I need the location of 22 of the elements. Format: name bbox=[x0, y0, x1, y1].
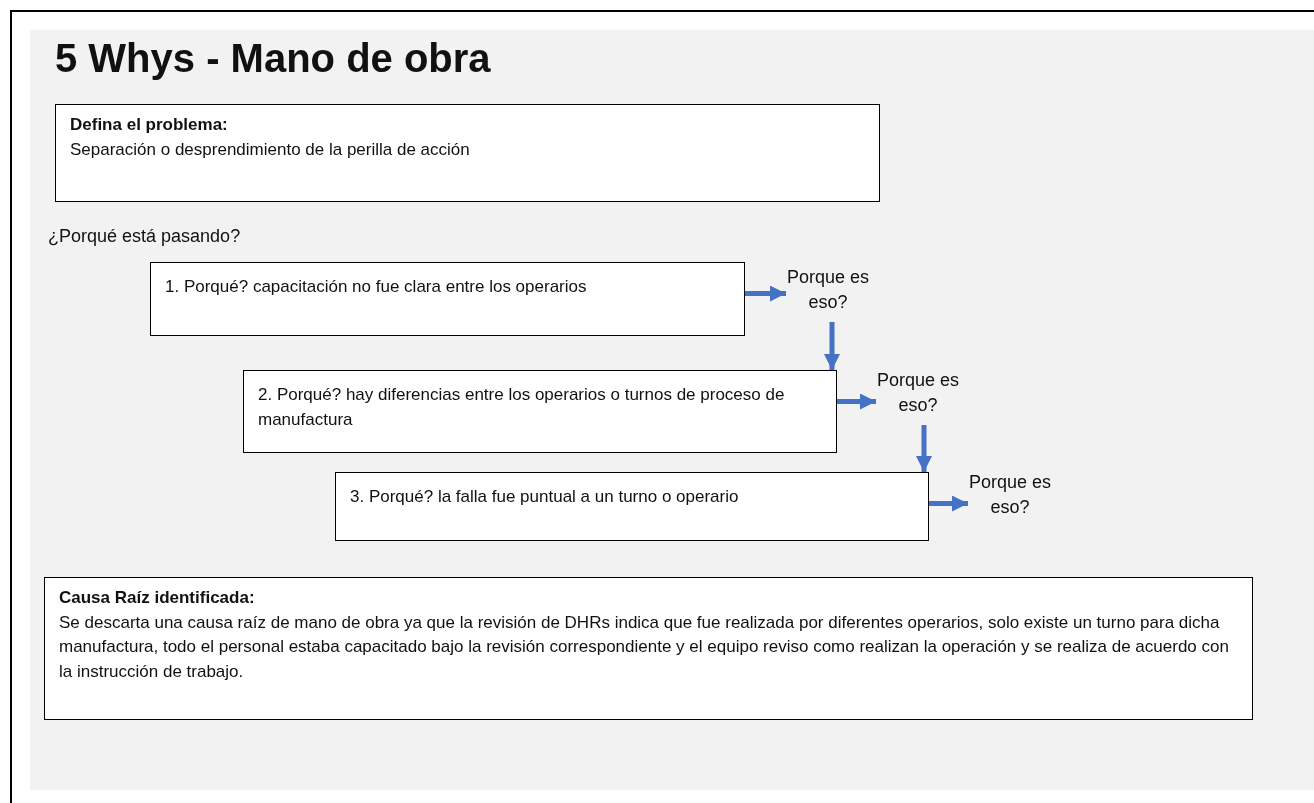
arrow bbox=[837, 393, 876, 410]
why-box bbox=[150, 262, 745, 336]
box-text: Se descarta una causa raíz de mano de obra ya que la revisión de DHRs indica que fue realizada por diferentes operarios, solo existe un turno para dicha manufactura, todo el personal estaba capacitado bajo la revisión correspondiente y el equipo reviso como realizan la operación y se realiza de acuerdo con la instrucción de trabajo. bbox=[59, 611, 1230, 683]
title: 5 Whys - Mano de obra bbox=[55, 36, 491, 81]
question-text: Porque es eso? bbox=[786, 265, 870, 316]
question-text: Porque es eso? bbox=[968, 470, 1052, 521]
arrow bbox=[824, 322, 840, 370]
box-text: Separación o desprendimiento de la perilla de acción bbox=[70, 138, 471, 161]
box-text: 2. Porqué? hay diferencias entre los operarios o turnos de proceso de manufactura bbox=[258, 384, 786, 431]
box-heading: Causa Raíz identificada: bbox=[59, 587, 256, 609]
box-text: 1. Porqué? capacitación no fue clara entre los operarios bbox=[165, 276, 588, 298]
arrow bbox=[929, 495, 968, 512]
problem-box bbox=[55, 104, 880, 202]
root-cause-box bbox=[44, 577, 1253, 720]
why-box bbox=[335, 472, 929, 541]
question-label: ¿Porqué está pasando? bbox=[48, 226, 241, 247]
box-heading: Defina el problema: bbox=[70, 114, 229, 136]
box-text: 3. Porqué? la falla fue puntual a un turno o operario bbox=[350, 486, 740, 508]
why-box bbox=[243, 370, 837, 453]
arrow bbox=[916, 425, 932, 472]
question-text: Porque es eso? bbox=[876, 368, 960, 419]
arrow bbox=[745, 285, 786, 302]
